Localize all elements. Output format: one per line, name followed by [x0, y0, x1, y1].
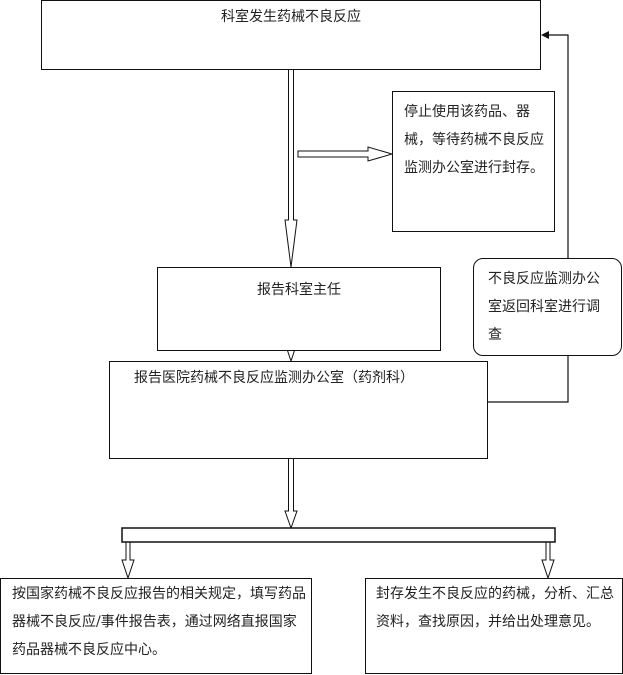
branch-bar: [121, 527, 556, 543]
node-adverse-event: 科室发生药械不良反应: [41, 0, 541, 70]
seal-analyze-text: 封存发生不良反应的药械，分析、汇总资料，查找原因，并给出处理意见。: [376, 586, 614, 630]
arrow-to-director: [284, 70, 298, 268]
arrow-to-stop-use: [297, 146, 394, 162]
node-office-return: 不良反应监测办公室返回科室进行调查: [473, 258, 622, 356]
node-seal-analyze: [365, 578, 623, 674]
feedback-line: [487, 34, 569, 403]
node-report-office: 报告医院药械不良反应监测办公室（药剂科）: [109, 361, 488, 459]
arrow-to-national-report: [121, 542, 135, 580]
node-stop-use: 停止使用该药品、器械，等待药械不良反应监测办公室进行封存。: [392, 91, 555, 232]
node-national-report: [0, 578, 312, 674]
arrow-to-seal-analyze: [541, 542, 555, 580]
feedback-arrowhead: [541, 31, 549, 39]
arrow-to-branch: [284, 458, 298, 530]
national-report-text: 按国家药械不良反应报告的相关规定，填写药品器械不良反应/事件报告表，通过网络直报…: [12, 586, 306, 658]
node-report-director: 报告科室主任: [157, 267, 441, 351]
